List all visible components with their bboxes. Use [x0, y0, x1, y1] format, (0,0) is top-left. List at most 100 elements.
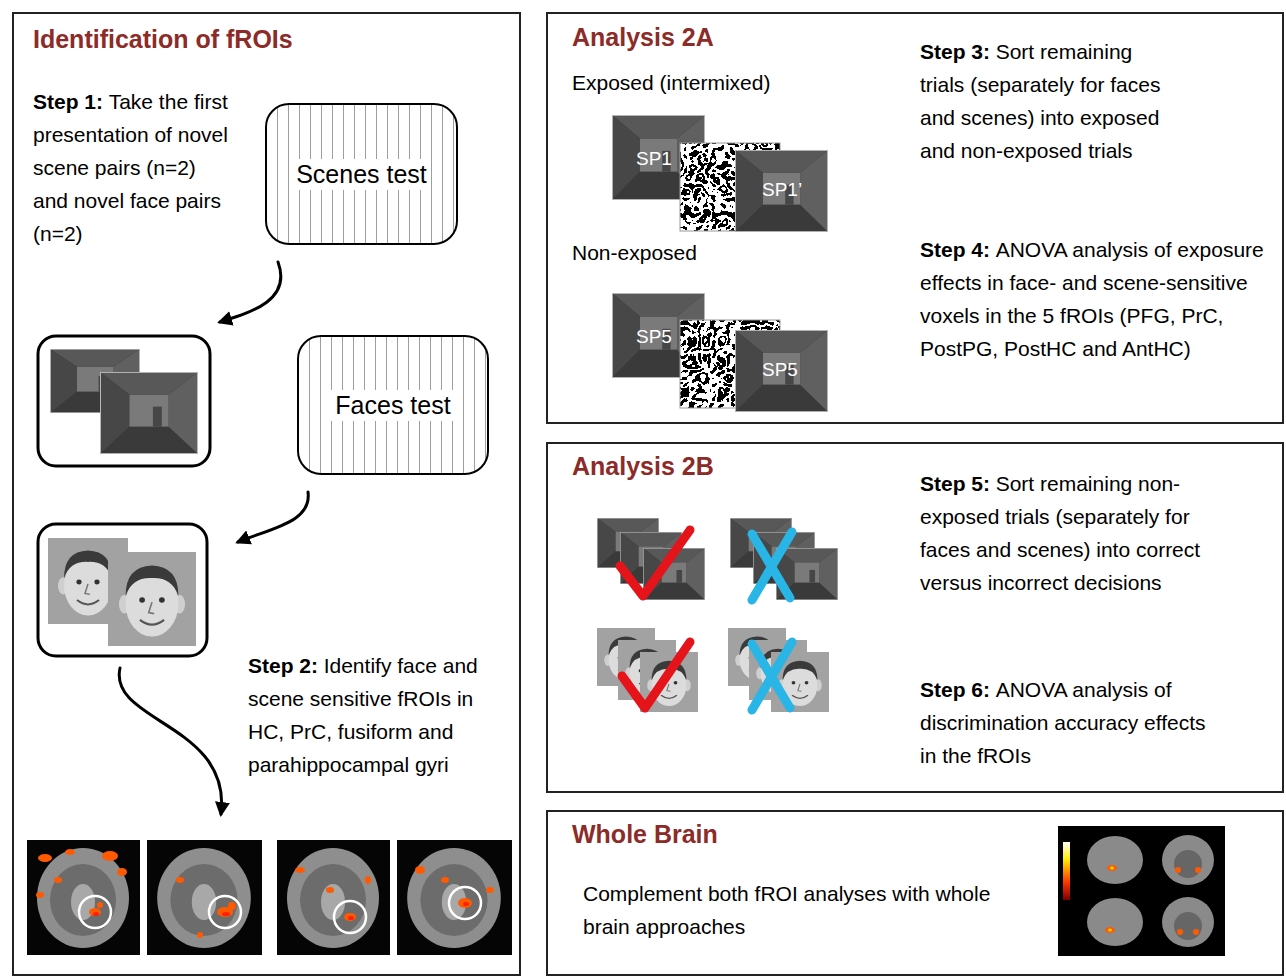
panel-heading: Analysis 2A: [572, 23, 714, 51]
brain-slices-part-part: [93, 912, 99, 916]
scene-image: SP5: [735, 330, 828, 412]
trial-sequence-part: [735, 330, 828, 412]
text-group: Identification of fROIs: [33, 24, 293, 54]
brain-slices-part-part: [415, 866, 425, 874]
whole-brain-picture: [1058, 826, 1225, 956]
stimulus-label: SP1’: [762, 179, 802, 200]
whole-brain-picture-part-part: [1105, 927, 1115, 933]
brain-slices-part: [36, 849, 494, 938]
whole-brain-picture-part-part: [1175, 867, 1181, 873]
brain-slices-part: [93, 902, 469, 920]
brain-slices-part-part: [79, 896, 111, 928]
text-group: Non-exposed: [572, 236, 697, 269]
text-group: Analysis 2A: [572, 22, 714, 52]
whole-brain-picture-part: [1087, 836, 1143, 884]
text-group: Step 4:ANOVA analysis of exposure effect…: [920, 233, 1265, 365]
text-group: Step 3:Sort remaining trials (separately…: [920, 35, 1178, 167]
brain-slices-part: [397, 840, 512, 955]
brain-slices-part-part: [441, 877, 449, 883]
whole-brain-picture-part: [1162, 835, 1214, 885]
whole-brain-picture-part: [1174, 850, 1202, 878]
brain-slices-part-part: [344, 913, 356, 921]
scene-image: SP5: [612, 293, 705, 378]
whole-brain-picture-part-part: [1177, 929, 1183, 935]
flow-arrow-part: [238, 492, 308, 542]
incorrect-mark-part: [752, 642, 792, 710]
text-group: Complement both fROI analyses with whole…: [583, 877, 1008, 943]
panel: Analysis 2B Step 5:Sort remaining non-exp…: [546, 442, 1284, 793]
scene-pair-picture-part: [38, 336, 210, 466]
brain-slices-part-part: [449, 887, 481, 919]
text-group: SP1: [636, 148, 672, 170]
step-text: Step 5:: [920, 472, 990, 495]
brain-slices-part-part: [334, 901, 366, 933]
brain-slices-part-part: [54, 877, 62, 883]
step-text: Step 4:: [920, 238, 990, 261]
whole-brain-picture-part: [1058, 826, 1225, 956]
correct-mark: [620, 530, 690, 708]
whole-brain-picture-part-part: [1108, 929, 1112, 932]
text-group: SP5: [636, 326, 672, 348]
brain-slices-part-part: [38, 854, 52, 862]
step-text: Step 2:: [248, 654, 318, 677]
whole-brain-picture-part: [1087, 898, 1143, 946]
text-group: Step 2:Identify face and scene sensitive…: [248, 649, 506, 781]
brain-slices-part-part: [295, 867, 305, 873]
brain-slices-part-part: [222, 912, 230, 916]
stimulus-label: SP1: [636, 148, 672, 169]
brain-slices-part-part: [65, 849, 75, 855]
scene-image: SP1: [612, 115, 705, 200]
brain-slices-part-part: [348, 916, 354, 920]
text-group: Step 5:Sort remaining non-exposed trials…: [920, 467, 1222, 599]
whole-brain-picture-part: [1108, 867, 1114, 932]
face-stacks: [597, 628, 829, 712]
whole-brain-picture-part: [1063, 842, 1070, 900]
scene-image: SP1’: [735, 150, 828, 232]
condition-label: Exposed (intermixed): [572, 71, 770, 94]
trial-sequence-part: [735, 150, 828, 232]
brain-slices-part-part: [97, 902, 103, 908]
brain-slices-part: [27, 840, 140, 955]
scene-pair-picture-part: [100, 372, 198, 454]
step-text: Step 1:: [33, 90, 103, 113]
panel-heading: Whole Brain: [572, 820, 718, 848]
brain-slices-part-part: [209, 896, 241, 928]
step-text: Step 3:: [920, 40, 990, 63]
brain-slices-part-part: [197, 932, 203, 938]
text-group: Analysis 2B: [572, 451, 714, 481]
text-group: Exposed (intermixed): [572, 66, 770, 99]
body-text: Complement both fROI analyses with whole…: [583, 882, 990, 938]
whole-brain-picture-part-part: [1195, 867, 1201, 873]
face-pair-picture: [38, 524, 207, 656]
brain-slices-part-part: [463, 902, 469, 906]
condition-label: Non-exposed: [572, 241, 697, 264]
brain-slices-part: [277, 840, 390, 955]
flow-arrow-part: [220, 262, 281, 322]
whole-brain-picture-part-part: [1110, 867, 1114, 870]
brain-slices-part-part: [365, 876, 371, 884]
correct-mark-part: [620, 530, 690, 596]
test-box: Scenes test: [265, 103, 458, 245]
brain-slices-part-part: [458, 898, 472, 908]
face-pair-picture-part: [38, 524, 207, 656]
brain-slices-part-part: [176, 877, 184, 883]
brain-slices-part: [147, 840, 262, 955]
box-label: Scenes test: [292, 159, 431, 190]
box-label: Faces test: [331, 390, 454, 421]
text-group: SP1’: [762, 179, 802, 201]
panel-heading: Identification of fROIs: [33, 25, 293, 53]
brain-slices-part-part: [228, 902, 236, 910]
test-box: Faces test: [297, 335, 489, 475]
face-pair-picture-part: [108, 552, 196, 646]
brain-slices-part-part: [89, 908, 101, 916]
panel: Analysis 2A Exposed (intermixed) Non-expos…: [546, 12, 1284, 424]
whole-brain-picture-part-part: [1107, 865, 1117, 871]
brain-slices-part-part: [326, 887, 334, 893]
brain-slices: [27, 840, 512, 955]
scene-pair-picture: [38, 336, 210, 466]
text-group: Step 1:Take the first presentation of no…: [33, 85, 235, 250]
whole-brain-picture-part-part: [1193, 929, 1199, 935]
whole-brain-picture-part: [1105, 865, 1201, 935]
step-text: Step 6:: [920, 678, 990, 701]
